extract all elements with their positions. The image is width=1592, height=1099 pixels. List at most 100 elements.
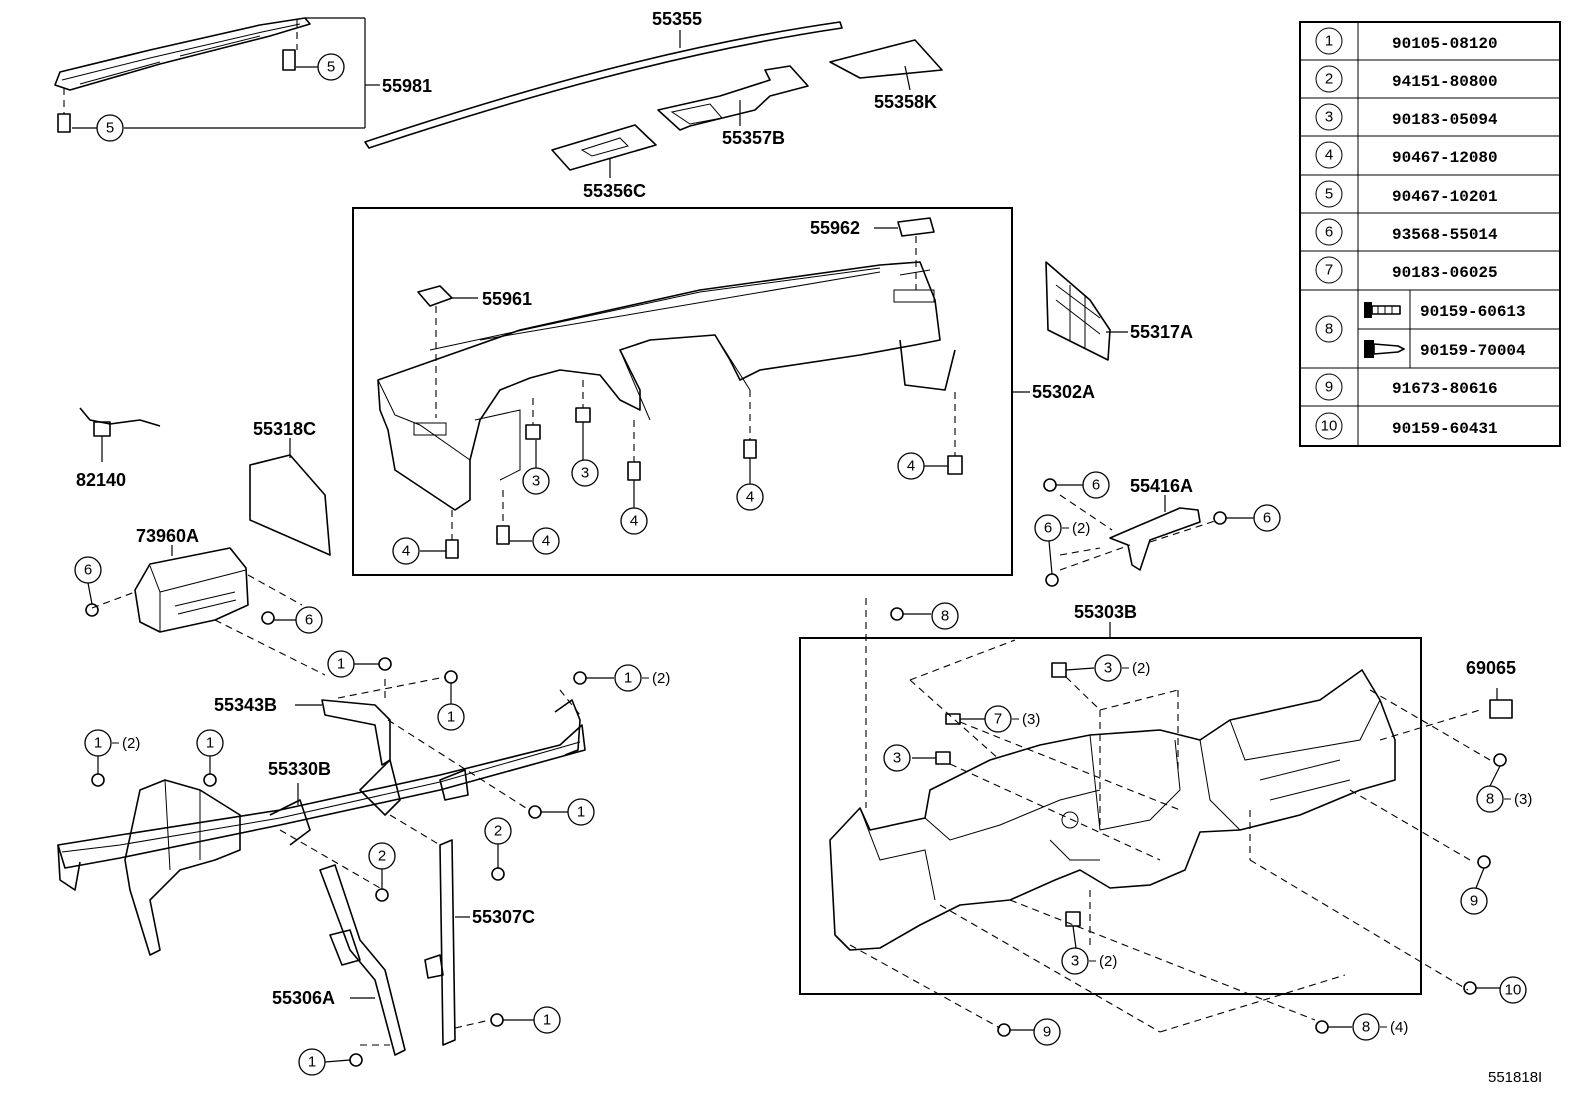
callout-number: 10 bbox=[1505, 982, 1522, 999]
flange-bolt-icon bbox=[1364, 302, 1401, 318]
callout-leaders bbox=[87, 484, 1501, 1063]
defroster-strip-55981 bbox=[54, 17, 380, 133]
diagram-reference: 551818I bbox=[1488, 1069, 1542, 1086]
callout-c8b: 8(3) bbox=[1476, 785, 1532, 813]
legend-number: 8 bbox=[1325, 321, 1333, 338]
part-label-55343B: 55343B bbox=[214, 695, 277, 715]
callout-circle bbox=[1033, 1018, 1061, 1046]
callout-c3b: 3 bbox=[571, 459, 599, 487]
callout-circle bbox=[484, 817, 512, 845]
legend-part-number: 93568-55014 bbox=[1392, 226, 1498, 244]
callout-number: 3 bbox=[893, 750, 901, 767]
hex-bolt-icon bbox=[1364, 340, 1405, 358]
callout-number: 3 bbox=[532, 473, 540, 490]
callout-number: 2 bbox=[494, 823, 502, 840]
part-label-55358K: 55358K bbox=[874, 92, 937, 112]
legend-number: 2 bbox=[1325, 71, 1333, 88]
callout-c1e: 1 bbox=[196, 729, 224, 757]
brace-55307C bbox=[389, 814, 491, 1046]
callout-c6b: 6 (2) bbox=[1034, 514, 1090, 542]
callout-number: 4 bbox=[907, 458, 915, 475]
part-label-55357B: 55357B bbox=[722, 128, 785, 148]
callout-number: 6 bbox=[305, 612, 313, 629]
callout-number: 2 bbox=[378, 848, 386, 865]
legend-number: 7 bbox=[1325, 262, 1333, 279]
callout-number: 9 bbox=[1043, 1024, 1051, 1041]
callout-c1h: 1 bbox=[298, 1048, 326, 1076]
callout-circle bbox=[1094, 654, 1122, 682]
legend-part-number: 90183-05094 bbox=[1392, 111, 1498, 129]
legend-number: 3 bbox=[1325, 109, 1333, 126]
legend-row: 7 90183-06025 bbox=[1315, 256, 1498, 284]
callout-c4a: 4 bbox=[620, 507, 648, 535]
callout-circle bbox=[1253, 504, 1281, 532]
part-label-73960A: 73960A bbox=[136, 526, 199, 546]
legend-part-number: 90159-60431 bbox=[1392, 420, 1498, 438]
callout-number: 4 bbox=[630, 513, 638, 530]
callout-quantity: (2) bbox=[652, 670, 670, 687]
callout-circle bbox=[984, 705, 1012, 733]
callout-circle bbox=[533, 1006, 561, 1034]
side-vent-55962 bbox=[897, 217, 935, 237]
part-label-55303B: 55303B bbox=[1074, 602, 1137, 622]
callout-number: 4 bbox=[402, 543, 410, 560]
part-label-55317A: 55317A bbox=[1130, 322, 1193, 342]
callout-quantity: (4) bbox=[1390, 1019, 1408, 1036]
callout-number: 8 bbox=[1362, 1019, 1370, 1036]
callout-circle bbox=[571, 459, 599, 487]
dash-reinforcement-55303B bbox=[829, 547, 1491, 1033]
legend-part-number: 90467-10201 bbox=[1392, 188, 1498, 206]
callout-number: 4 bbox=[542, 533, 550, 550]
callout-c9a: 9 bbox=[1033, 1018, 1061, 1046]
callout-circle bbox=[1476, 785, 1504, 813]
callout-circle bbox=[298, 1048, 326, 1076]
callout-c1b: 1 bbox=[437, 703, 465, 731]
callout-quantity: (2) bbox=[1072, 520, 1090, 537]
cover-panel-55318C bbox=[249, 438, 331, 556]
callout-c6d: 6 bbox=[74, 556, 102, 584]
bracket-55416A bbox=[1059, 494, 1219, 571]
legend-row: 2 94151-80800 bbox=[1315, 65, 1498, 93]
silencer-pad-55358K bbox=[829, 39, 943, 91]
legend-row: 9 91673-80616 bbox=[1315, 373, 1498, 401]
callout-circle bbox=[620, 507, 648, 535]
callout-circle bbox=[1499, 976, 1527, 1004]
molding-55355 bbox=[364, 21, 843, 149]
callout-circle bbox=[327, 650, 355, 678]
wire-harness-82140 bbox=[79, 407, 161, 462]
silencer-pad-55356C bbox=[551, 124, 657, 178]
callout-circle bbox=[392, 537, 420, 565]
callout-c1f: 1 bbox=[567, 798, 595, 826]
part-label-55961: 55961 bbox=[482, 289, 532, 309]
callout-circle bbox=[84, 729, 112, 757]
callout-c4b: 4 bbox=[736, 483, 764, 511]
part-label-55318C: 55318C bbox=[253, 419, 316, 439]
callout-number: 8 bbox=[1486, 791, 1494, 808]
legend-number: 6 bbox=[1325, 224, 1333, 241]
callout-circle bbox=[897, 452, 925, 480]
legend-number: 10 bbox=[1321, 418, 1338, 435]
callout-number: 1 bbox=[206, 735, 214, 752]
callout-number: 5 bbox=[106, 120, 114, 137]
callout-quantity: (2) bbox=[122, 735, 140, 752]
legend-part-number: 90105-08120 bbox=[1392, 35, 1498, 53]
brace-55306A bbox=[279, 829, 406, 1056]
part-label-82140: 82140 bbox=[76, 470, 126, 490]
callout-c1d: 1(2) bbox=[84, 729, 140, 757]
part-label-55356C: 55356C bbox=[583, 181, 646, 201]
callout-number: 9 bbox=[1470, 893, 1478, 910]
callout-c9b: 9 bbox=[1460, 887, 1488, 915]
callout-circle bbox=[96, 114, 124, 142]
callout-number: 1 bbox=[577, 804, 585, 821]
callout-circle bbox=[532, 527, 560, 555]
callout-circle bbox=[1460, 887, 1488, 915]
legend-number: 5 bbox=[1325, 186, 1333, 203]
callout-number: 6 bbox=[1044, 520, 1052, 537]
legend-row: 10 90159-60431 bbox=[1315, 412, 1498, 440]
legend-number: 4 bbox=[1325, 147, 1333, 164]
part-label-55416A: 55416A bbox=[1130, 476, 1193, 496]
callout-c3e: 3(2) bbox=[1061, 947, 1117, 975]
callout-circle bbox=[614, 664, 642, 692]
callout-number: 1 bbox=[337, 656, 345, 673]
